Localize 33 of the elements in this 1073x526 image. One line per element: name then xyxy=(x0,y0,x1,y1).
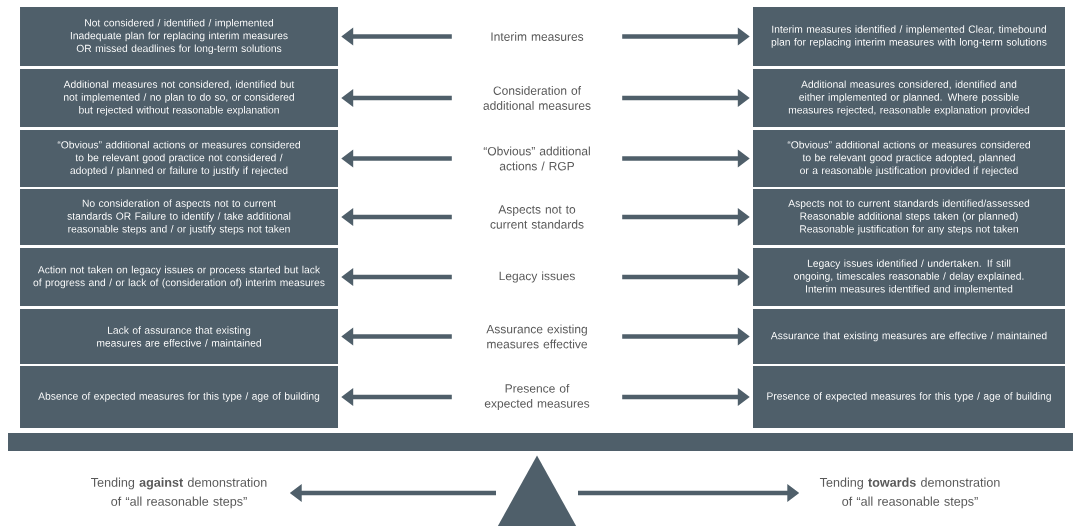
criteria-box: Assurance that existing measures are effective / maintained xyxy=(753,309,1065,364)
beam-bar xyxy=(8,433,1073,451)
criteria-box: Absence of expected measures for this type / age of building xyxy=(20,366,338,428)
measure-label: Assurance existing measures effective xyxy=(486,324,588,349)
criteria-box: Lack of assurance that existing measures are effective / maintained xyxy=(20,309,338,364)
measure-label: Aspects not to current standards xyxy=(490,205,584,229)
node-label: No consideration of aspects not to current standards OR Failure to identify / take additional reasonable steps and / or justify steps not taken xyxy=(67,199,291,235)
criteria-box: Action not taken on legacy issues or process started but lack of progress and / or lack of (consideration of) interim measures xyxy=(20,248,338,306)
fulcrum-triangle xyxy=(497,455,577,526)
criteria-box: “Obvious” additional actions or measures considered to be relevant good practice adopted, planned or a reasonable justification provided if rejected xyxy=(753,130,1065,187)
conclusion-label: Tending against demonstration of “all reasonable steps” xyxy=(91,477,267,509)
criteria-box: Additional measures considered, identified and either implemented or planned. Where possible measures rejected, reasonable explanation provided xyxy=(753,69,1065,127)
node-label: “Obvious” additional actions or measures considered to be relevant good practice not considered / adopted / planned or failure to justify if rejected xyxy=(57,140,300,177)
node-label: Lack of assurance that existing measures are effective / maintained xyxy=(97,326,261,347)
measure-label: “Obvious” additional actions / RGP xyxy=(483,146,590,171)
node-label: Aspects not to current standards identified/assessed Reasonable additional steps taken (or planned) Reasonable justification for any steps not taken xyxy=(788,199,1030,235)
node-label: “Obvious” additional actions or measures considered to be relevant good practice adopted, planned or a reasonable justification provided if rejected xyxy=(787,140,1030,177)
measure-label: Legacy issues xyxy=(499,271,575,283)
measure-label: Interim measures xyxy=(491,32,584,41)
criteria-box: “Obvious” additional actions or measures considered to be relevant good practice not considered / adopted / planned or failure to justify if rejected xyxy=(20,130,338,187)
measure-label: Consideration of additional measures xyxy=(483,86,591,110)
criteria-box: Not considered / identified / implemented Inadequate plan for replacing interim measures OR missed deadlines for long-term solutions xyxy=(20,7,338,66)
criteria-box: Additional measures not considered, identified but not implemented / no plan to do so, or considered but rejected without reasonable explanation xyxy=(20,69,338,127)
conclusion-label: Tending towards demonstration of “all reasonable steps” xyxy=(819,477,1000,509)
criteria-box: Aspects not to current standards identified/assessed Reasonable additional steps taken (or planned) Reasonable justification for any steps not taken xyxy=(753,189,1065,245)
criteria-box: Presence of expected measures for this type / age of building xyxy=(753,366,1065,428)
criteria-box: Legacy issues identified / undertaken. If still ongoing, timescales reasonable / delay explained. Interim measures identified and implemented xyxy=(753,248,1065,306)
measure-label: Presence of expected measures xyxy=(484,383,590,411)
node-label: Assurance that existing measures are effective / maintained xyxy=(770,331,1047,342)
node-label: Presence of expected measures for this type / age of building xyxy=(767,392,1051,402)
criteria-box: No consideration of aspects not to current standards OR Failure to identify / take additional reasonable steps and / or justify steps not taken xyxy=(20,189,338,245)
criteria-box: Interim measures identified / implemented Clear, timebound plan for replacing interim measures with long-term solutions xyxy=(753,7,1065,66)
node-label: Absence of expected measures for this type / age of building xyxy=(38,392,320,402)
